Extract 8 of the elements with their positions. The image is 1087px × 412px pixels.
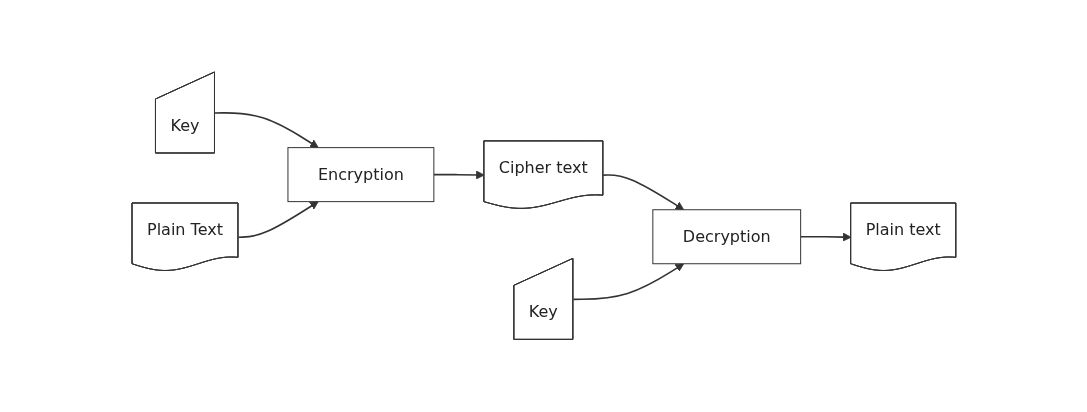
arrow (432, 170, 485, 180)
arrow (572, 263, 684, 301)
node-box: Decryption (651, 209, 801, 265)
arrow (602, 174, 684, 211)
arrow (237, 201, 319, 239)
node-box: Encryption (287, 147, 434, 203)
arrow (213, 112, 319, 149)
arrow (799, 233, 852, 242)
